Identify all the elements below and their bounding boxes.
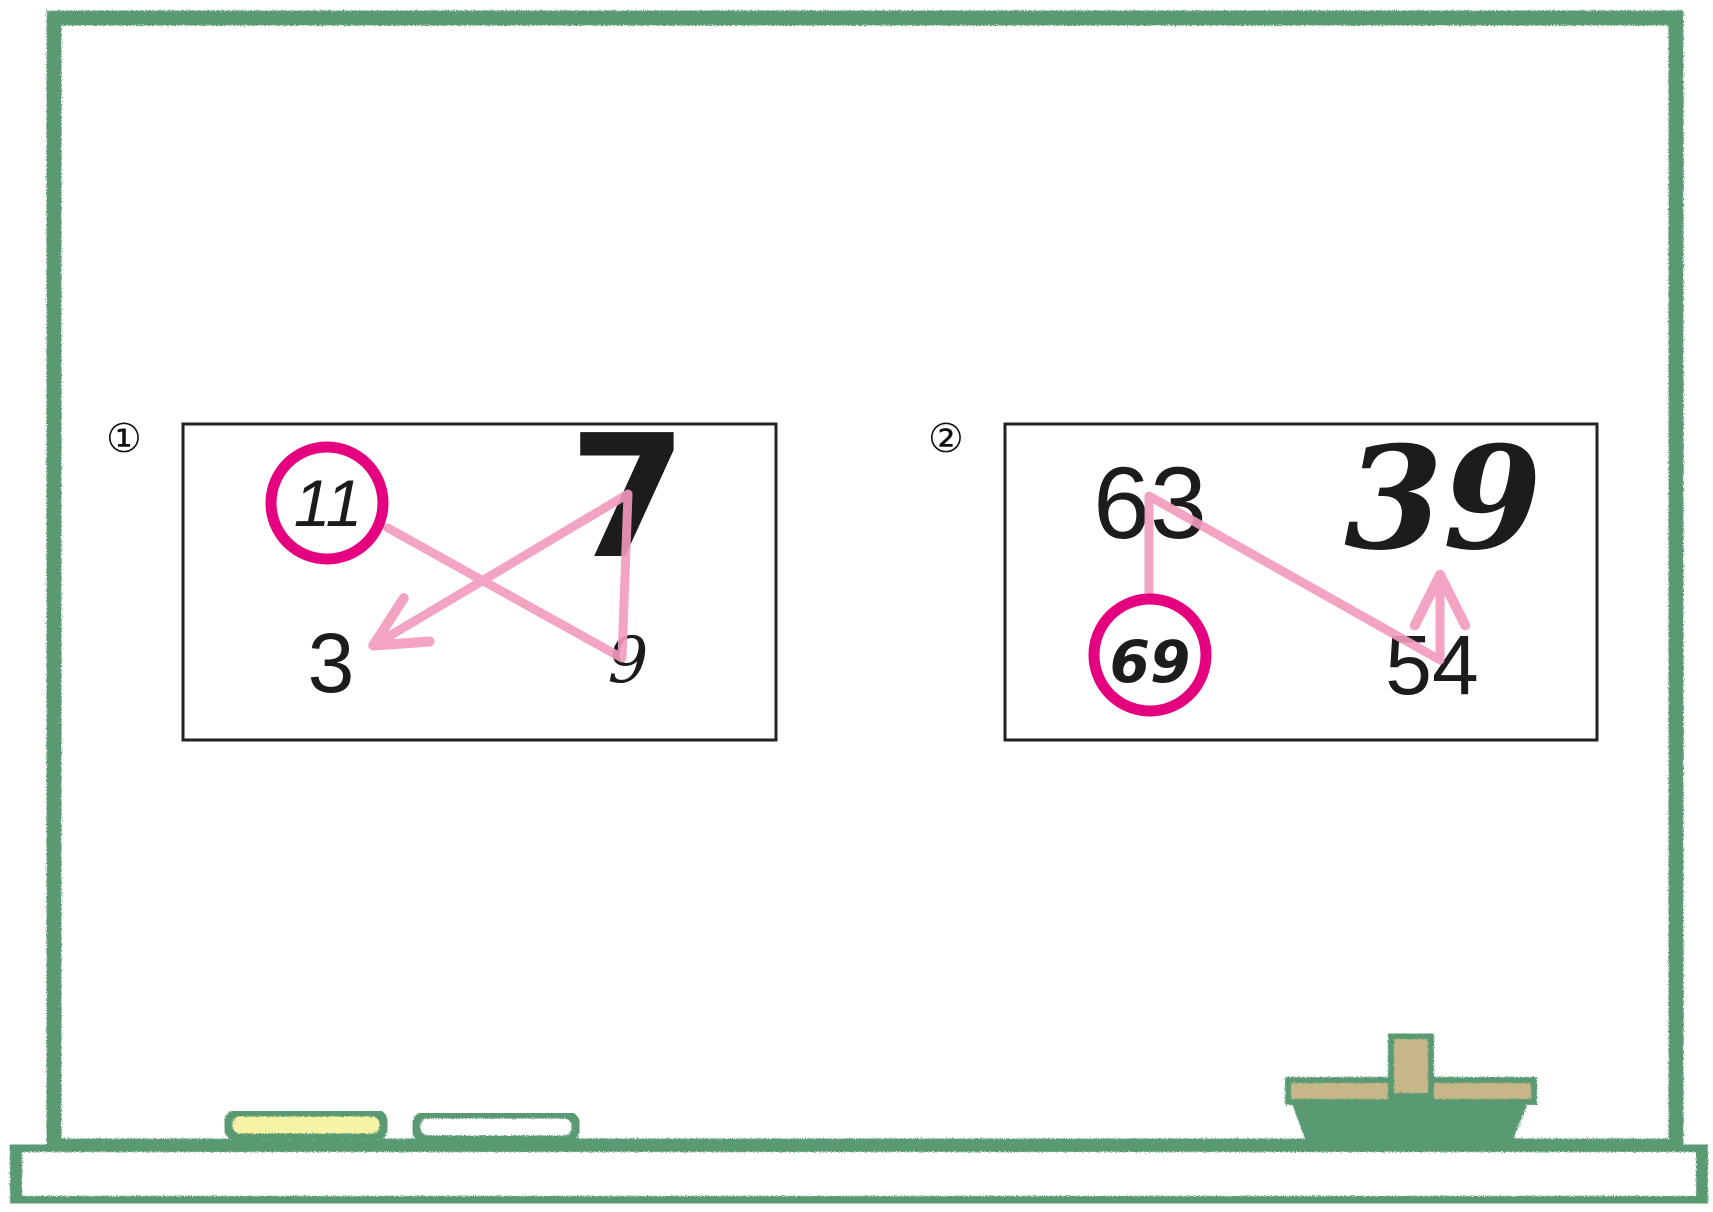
number-11: 11 <box>294 466 363 540</box>
panel-label: ① <box>106 416 142 462</box>
board-frame <box>54 18 1676 1146</box>
chalk-white <box>416 1114 576 1140</box>
number-3: 3 <box>308 616 355 710</box>
number-39: 39 <box>1344 416 1542 582</box>
chalk-yellow <box>228 1112 384 1138</box>
panel-label: ② <box>928 416 964 462</box>
chalk-tray <box>16 1146 1702 1202</box>
number-9: 9 <box>608 624 649 698</box>
number-69: 69 <box>1110 628 1191 696</box>
